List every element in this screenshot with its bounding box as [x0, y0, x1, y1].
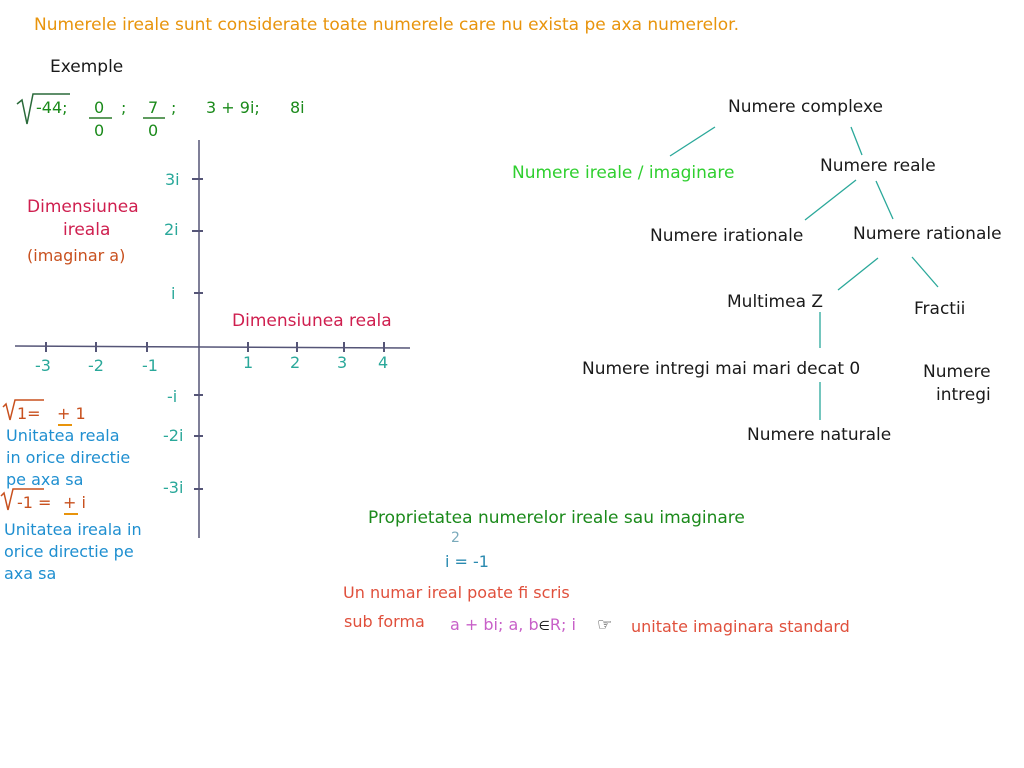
tree-node-complex: Numere complexe [728, 97, 883, 117]
tree-node-fraction-integers: intregi [936, 385, 991, 405]
fraction-numerator: 7 [148, 98, 159, 117]
x-tick-label: 1 [243, 353, 254, 372]
x-tick-label: -1 [142, 356, 158, 375]
unit-imag-text: orice directie pe [4, 542, 134, 561]
tree-connectors [669, 126, 939, 420]
unit-real-text: pe axa sa [6, 470, 84, 489]
sqrt-radicand: -44; [36, 98, 68, 117]
y-tick-marks [192, 178, 203, 490]
fraction-denominator: 0 [94, 121, 105, 140]
property-text: sub forma [344, 612, 425, 631]
exponent: 2 [451, 530, 460, 546]
separator: ; [171, 98, 177, 117]
property-title: Proprietatea numerelor ireale sau imagin… [368, 508, 745, 528]
x-axis-label: Dimensiunea reala [232, 311, 392, 331]
y-tick-label: -i [167, 387, 178, 406]
fraction-denominator: 0 [148, 121, 159, 140]
tree-node-imaginary: Numere ireale / imaginare [512, 163, 735, 183]
standard-form: a + bi; a, b∈R; i [450, 615, 576, 635]
plus-minus-underline [64, 513, 78, 515]
example-expression: 8i [290, 98, 305, 117]
tree-node-rational: Numere rationale [853, 224, 1002, 244]
fraction-numerator: 0 [94, 98, 105, 117]
sqrt-sign-icon [2, 399, 44, 421]
y-tick-label: -2i [163, 426, 184, 445]
unit-real-text: in orice directie [6, 448, 131, 467]
element-of-symbol: ∈ [538, 619, 550, 634]
property-text: Un numar ireal poate fi scris [343, 583, 570, 602]
tree-node-positive-integers: Numere intregi mai mari decat 0 [582, 359, 861, 379]
imaginary-equation: i = -1 [445, 552, 489, 571]
unit-imag-text: axa sa [4, 564, 57, 583]
x-tick-label: -2 [88, 356, 104, 375]
sqrt-sign-icon [0, 488, 44, 511]
y-tick-label: i [171, 284, 176, 303]
real-set-symbol: R [549, 615, 562, 634]
y-tick-label: 3i [165, 170, 180, 189]
tree-node-fractions: Fractii [914, 299, 966, 319]
sqrt-result: + i [63, 493, 86, 512]
y-tick-label: -3i [163, 478, 184, 497]
form-unit: ; i [561, 615, 576, 634]
sqrt-radicand: 1= [17, 404, 41, 423]
y-axis-label: Dimensiunea [27, 197, 139, 217]
tree-node-fraction-integers: Numere [923, 362, 991, 382]
plus-minus-underline [58, 424, 72, 426]
x-tick-label: 4 [378, 353, 389, 372]
x-tick-label: 2 [290, 353, 301, 372]
y-axis-label: ireala [63, 220, 111, 240]
tree-node-natural: Numere naturale [747, 425, 892, 445]
x-tick-label: -3 [35, 356, 51, 375]
example-expression: 3 + 9i; [206, 98, 260, 117]
x-axis [14, 345, 411, 349]
separator: ; [121, 98, 127, 117]
examples-title: Exemple [50, 57, 124, 77]
page-title: Numerele ireale sunt considerate toate n… [34, 15, 740, 35]
unit-imaginary-text: unitate imaginara standard [631, 617, 850, 636]
unit-real-text: Unitatea reala [6, 426, 120, 445]
x-tick-label: 3 [337, 353, 348, 372]
pointing-hand-icon: ☞ [597, 615, 613, 635]
sqrt-radicand: -1 = [17, 493, 52, 512]
x-tick-marks [45, 342, 385, 352]
sqrt-result: + 1 [57, 404, 86, 423]
tree-node-z: Multimea Z [727, 292, 824, 312]
y-tick-label: 2i [164, 220, 179, 239]
sqrt-sign-icon [16, 93, 70, 125]
tree-node-real: Numere reale [820, 156, 936, 176]
form-expression: a + bi [450, 615, 498, 634]
tree-node-irrational: Numere irationale [650, 226, 804, 246]
form-variables: ; a, b [497, 615, 539, 634]
y-axis-label: (imaginar a) [27, 246, 126, 265]
unit-imag-text: Unitatea ireala in [4, 520, 142, 539]
